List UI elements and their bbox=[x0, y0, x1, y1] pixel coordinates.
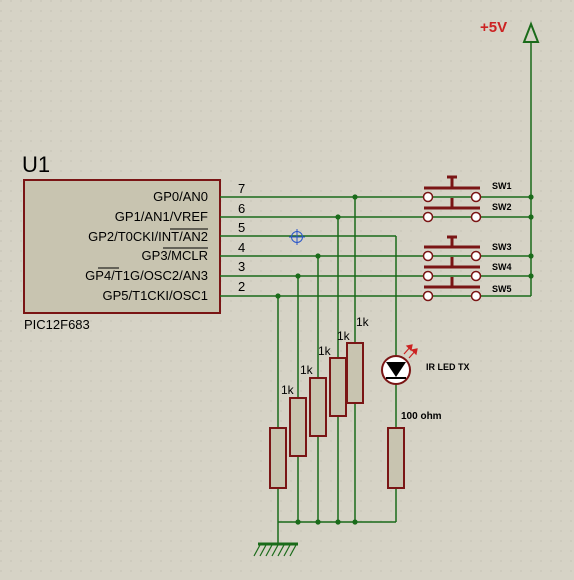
pin-number-7: 7 bbox=[238, 181, 245, 196]
switch-sw2[interactable]: SW2 bbox=[422, 198, 512, 223]
resistor-r1[interactable] bbox=[269, 427, 287, 489]
switch-label-sw5: SW5 bbox=[492, 284, 512, 294]
switch-label-sw4: SW4 bbox=[492, 262, 512, 272]
resistor-r5[interactable] bbox=[346, 342, 364, 404]
junction-dot bbox=[528, 253, 534, 259]
junction-dot bbox=[528, 273, 534, 279]
pin-name-gp2: GP2/T0CKI/INT/AN2 bbox=[88, 229, 208, 244]
junction-dot bbox=[315, 519, 321, 525]
pin-name-gp1: GP1/AN1/VREF bbox=[115, 209, 208, 224]
pin-name-gp3: GP3/MCLR bbox=[142, 248, 208, 263]
resistor-r2-value: 1k bbox=[300, 363, 314, 377]
resistors: 1k 1k 1k 1k 1k 100 ohm bbox=[269, 315, 442, 489]
chip-ref-label: U1 bbox=[22, 152, 50, 177]
resistor-r4[interactable] bbox=[329, 357, 347, 417]
switch-sw3[interactable]: SW3 bbox=[422, 235, 512, 262]
junction-dot bbox=[335, 214, 341, 220]
resistor-r3-value: 1k bbox=[318, 344, 332, 358]
pin-name-gp4: GP4/T1G/OSC2/AN3 bbox=[85, 268, 208, 283]
pin-name-gp0: GP0/AN0 bbox=[153, 189, 208, 204]
ground-icon bbox=[253, 542, 298, 557]
resistor-r4-value: 1k bbox=[337, 329, 351, 343]
junction-dot bbox=[528, 194, 534, 200]
wires bbox=[220, 42, 532, 543]
pin-number-2: 2 bbox=[238, 279, 245, 294]
crosshair-cursor-icon bbox=[289, 229, 305, 245]
emission-arrows-icon bbox=[403, 344, 418, 359]
resistor-r3[interactable] bbox=[309, 377, 327, 437]
junctions bbox=[275, 194, 534, 525]
junction-dot bbox=[295, 519, 301, 525]
resistor-r2[interactable] bbox=[289, 397, 307, 457]
resistor-r1-value: 1k bbox=[281, 383, 295, 397]
junction-dot bbox=[295, 273, 301, 279]
resistor-r6-value: 100 ohm bbox=[401, 411, 442, 422]
junction-dot bbox=[352, 519, 358, 525]
resistor-r6[interactable] bbox=[387, 427, 405, 489]
switch-sw1[interactable]: SW1 bbox=[422, 175, 512, 203]
pin-number-4: 4 bbox=[238, 240, 245, 255]
switch-sw4[interactable]: SW4 bbox=[422, 257, 512, 282]
pin-name-gp5: GP5/T1CKI/OSC1 bbox=[103, 288, 208, 303]
diode-triangle-icon bbox=[386, 362, 406, 377]
switch-label-sw3: SW3 bbox=[492, 242, 512, 252]
junction-dot bbox=[335, 519, 341, 525]
switches: SW1 SW2 SW3 SW4 S bbox=[422, 175, 512, 302]
power-arrow-icon[interactable] bbox=[522, 21, 540, 43]
ir-led[interactable]: IR LED TX bbox=[381, 344, 470, 385]
junction-dot bbox=[352, 194, 358, 200]
resistor-r5-value: 1k bbox=[356, 315, 370, 329]
chip-part-label: PIC12F683 bbox=[24, 317, 90, 332]
switch-sw5[interactable]: SW5 bbox=[422, 277, 512, 302]
switch-label-sw2: SW2 bbox=[492, 202, 512, 212]
pin-number-6: 6 bbox=[238, 201, 245, 216]
junction-dot bbox=[315, 253, 321, 259]
pin-number-5: 5 bbox=[238, 220, 245, 235]
switch-label-sw1: SW1 bbox=[492, 181, 512, 191]
power-label: +5V bbox=[480, 19, 507, 36]
junction-dot bbox=[275, 293, 281, 299]
chip-body[interactable] bbox=[23, 179, 221, 314]
junction-dot bbox=[528, 214, 534, 220]
pin-number-3: 3 bbox=[238, 259, 245, 274]
led-label: IR LED TX bbox=[426, 362, 470, 372]
